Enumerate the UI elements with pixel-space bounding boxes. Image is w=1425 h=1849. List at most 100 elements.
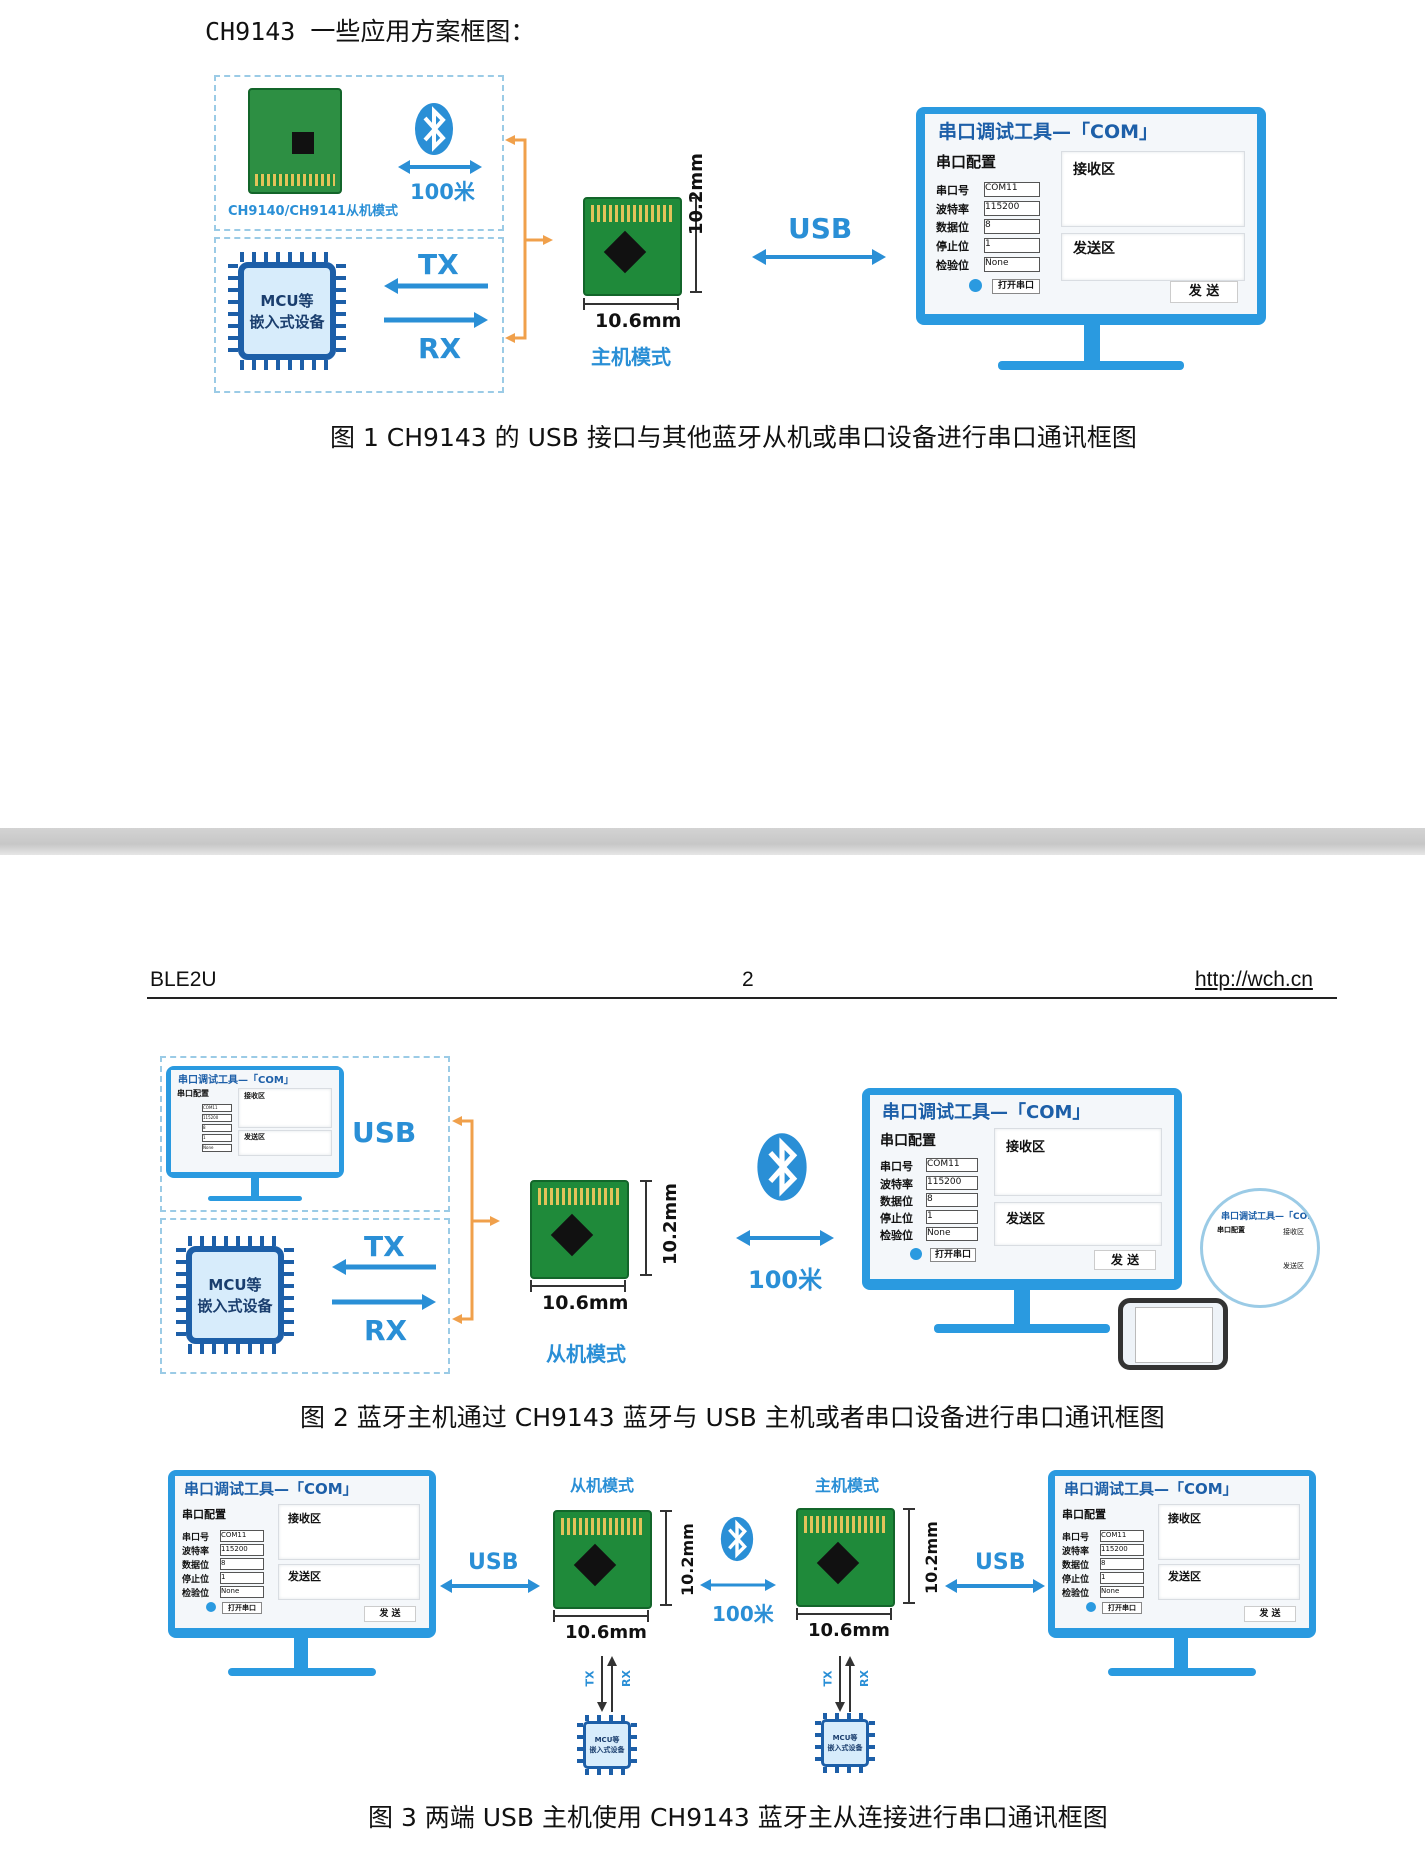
fig2-send-area[interactable] [994, 1202, 1162, 1246]
fig3r-baud-select[interactable]: 115200 [1100, 1544, 1144, 1556]
fig1-dim-h: 10.2mm [686, 153, 707, 235]
fig2s-baud-select[interactable]: 115200 [202, 1114, 232, 1122]
fig2s-port-select[interactable]: COM11 [202, 1104, 232, 1112]
fig3l-send-label: 发送区 [288, 1570, 321, 1583]
fig3l-open-button[interactable]: 打开串口 [222, 1602, 262, 1614]
fig2-dim-h: 10.2mm [660, 1183, 681, 1265]
fig3-caption: 图 3 两端 USB 主机使用 CH9143 蓝牙主从连接进行串口通讯框图 [368, 1803, 1108, 1832]
fig2-stop-label: 停止位 [880, 1212, 913, 1225]
fig2-data-select[interactable]: 8 [926, 1193, 978, 1207]
fig3r-port-select[interactable]: COM11 [1100, 1530, 1144, 1542]
fig2-mcu-chip: MCU等嵌入式设备 [176, 1236, 294, 1354]
fig2-distance: 100米 [748, 1266, 823, 1294]
fig3l-tool-title: 串口调试工具—「COM」 [184, 1480, 358, 1498]
intro-text: CH9143 一些应用方案框图： [205, 17, 536, 46]
fig2-port-select[interactable]: COM11 [926, 1158, 978, 1172]
fig2s-receive-area[interactable] [238, 1088, 332, 1128]
fig1-mcu-line2: 嵌入式设备 [249, 313, 325, 331]
fig3r-send-button[interactable]: 发 送 [1244, 1606, 1296, 1622]
fig3-slave-dim-h: 10.2mm [678, 1523, 697, 1596]
fig2s-receive-label: 接收区 [244, 1092, 265, 1100]
fig2-mcu-box [160, 1218, 450, 1374]
fig2-stop-select[interactable]: 1 [926, 1210, 978, 1224]
fig2-bluetooth-icon [757, 1133, 807, 1201]
fig3l-send-area[interactable] [278, 1564, 420, 1600]
fig3r-send-label: 发送区 [1168, 1570, 1201, 1583]
fig2-baud-select[interactable]: 115200 [926, 1176, 978, 1190]
fig3l-data-select[interactable]: 8 [220, 1558, 264, 1570]
fig3r-tool-title: 串口调试工具—「COM」 [1064, 1480, 1238, 1498]
header-link[interactable]: http://wch.cn [1195, 968, 1313, 991]
fig2-open-button[interactable]: 打开串口 [930, 1248, 976, 1262]
fig2s-tool-title: 串口调试工具—「COM」 [178, 1075, 294, 1086]
fig2s-data-select[interactable]: 8 [202, 1124, 232, 1132]
fig2s-parity-select[interactable]: None [202, 1144, 232, 1152]
header-left: BLE2U [150, 968, 217, 991]
fig1-receive-label: 接收区 [1073, 162, 1115, 178]
fig3r-data-select[interactable]: 8 [1100, 1558, 1144, 1570]
fig3-ble-arrow [700, 1579, 776, 1591]
fig1-stop-select[interactable]: 1 [984, 238, 1040, 253]
fig1-rx: RX [418, 332, 462, 365]
fig2s-send-area[interactable] [238, 1130, 332, 1156]
fig1-ch9143-module [583, 197, 682, 296]
fig3l-baud-select[interactable]: 115200 [220, 1544, 264, 1556]
fig1-parity-select[interactable]: None [984, 257, 1040, 272]
fig2-zoom-title: 串口调试工具—「COM」 [1221, 1212, 1320, 1222]
fig3l-stop-select[interactable]: 1 [220, 1572, 264, 1584]
fig2-mode: 从机模式 [546, 1342, 626, 1366]
fig1-monitor: 串口调试工具—「COM」 串口配置 串口号 COM11 波特率 115200 数… [916, 107, 1266, 372]
fig2-data-label: 数据位 [880, 1195, 913, 1208]
fig2-tool-title: 串口调试工具—「COM」 [882, 1102, 1091, 1123]
fig1-ble-arrow [398, 160, 482, 174]
fig1-baud-select[interactable]: 115200 [984, 201, 1040, 216]
fig1-open-button[interactable]: 打开串口 [992, 279, 1040, 294]
fig3-slave-dim-w-line [553, 1610, 649, 1622]
fig3l-status-dot [206, 1602, 216, 1612]
fig1-port-select[interactable]: COM11 [984, 182, 1040, 197]
fig3-master-dim-w-line [796, 1608, 892, 1620]
fig3-slave-dim-w: 10.6mm [565, 1622, 647, 1643]
fig1-send-label: 发送区 [1073, 241, 1115, 257]
fig3l-receive-area[interactable] [278, 1504, 420, 1560]
fig2-receive-area[interactable] [994, 1128, 1162, 1196]
fig3l-parity-label: 检验位 [182, 1589, 210, 1599]
fig3-slave-mode: 从机模式 [570, 1476, 635, 1495]
fig3r-parity-select[interactable]: None [1100, 1586, 1144, 1598]
fig3l-parity-select[interactable]: None [220, 1586, 264, 1598]
fig1-caption: 图 1 CH9143 的 USB 接口与其他蓝牙从机或串口设备进行串口通讯框图 [330, 423, 1137, 452]
fig1-data-select[interactable]: 8 [984, 219, 1040, 234]
fig3l-data-label: 数据位 [182, 1561, 210, 1571]
fig3r-receive-area[interactable] [1158, 1504, 1300, 1560]
fig2-baud-label: 波特率 [880, 1178, 913, 1191]
fig2-receive-label: 接收区 [1006, 1140, 1046, 1155]
fig1-status-dot [969, 279, 982, 292]
fig2s-stop-select[interactable]: 1 [202, 1134, 232, 1142]
fig3-left-mcu-line1: MCU等 [594, 1736, 620, 1744]
fig1-send-area[interactable] [1061, 233, 1245, 281]
page-break [0, 828, 1425, 855]
fig2-send-button[interactable]: 发 送 [1094, 1250, 1156, 1270]
fig3l-send-button[interactable]: 发 送 [364, 1606, 416, 1622]
fig2-parity-select[interactable]: None [926, 1227, 978, 1241]
fig2s-tool-config: 串口配置 [177, 1089, 209, 1098]
fig3l-receive-label: 接收区 [288, 1512, 321, 1525]
fig3-master-dim-h-line [903, 1508, 915, 1604]
fig3-right-rx: RX [857, 1670, 871, 1687]
fig2-status-dot [910, 1248, 922, 1260]
fig2-monitor: 串口调试工具—「COM」 串口配置 串口号 COM11 波特率 115200 数… [862, 1088, 1182, 1334]
fig3r-open-button[interactable]: 打开串口 [1102, 1602, 1142, 1614]
fig3-left-mcu-line2: 嵌入式设备 [589, 1746, 625, 1754]
fig3r-send-area[interactable] [1158, 1564, 1300, 1600]
fig3l-stop-label: 停止位 [182, 1575, 210, 1585]
fig1-receive-area[interactable] [1061, 151, 1245, 227]
fig3-left-txrx-arrows [597, 1656, 617, 1712]
fig3r-stop-select[interactable]: 1 [1100, 1572, 1144, 1584]
fig2-usb-box [160, 1056, 450, 1212]
fig3r-status-dot [1086, 1602, 1096, 1612]
fig3l-port-select[interactable]: COM11 [220, 1530, 264, 1542]
fig1-slave-module [248, 88, 342, 194]
fig3r-receive-label: 接收区 [1168, 1512, 1201, 1525]
fig1-data-label: 数据位 [936, 221, 969, 234]
fig1-send-button[interactable]: 发 送 [1170, 281, 1238, 303]
